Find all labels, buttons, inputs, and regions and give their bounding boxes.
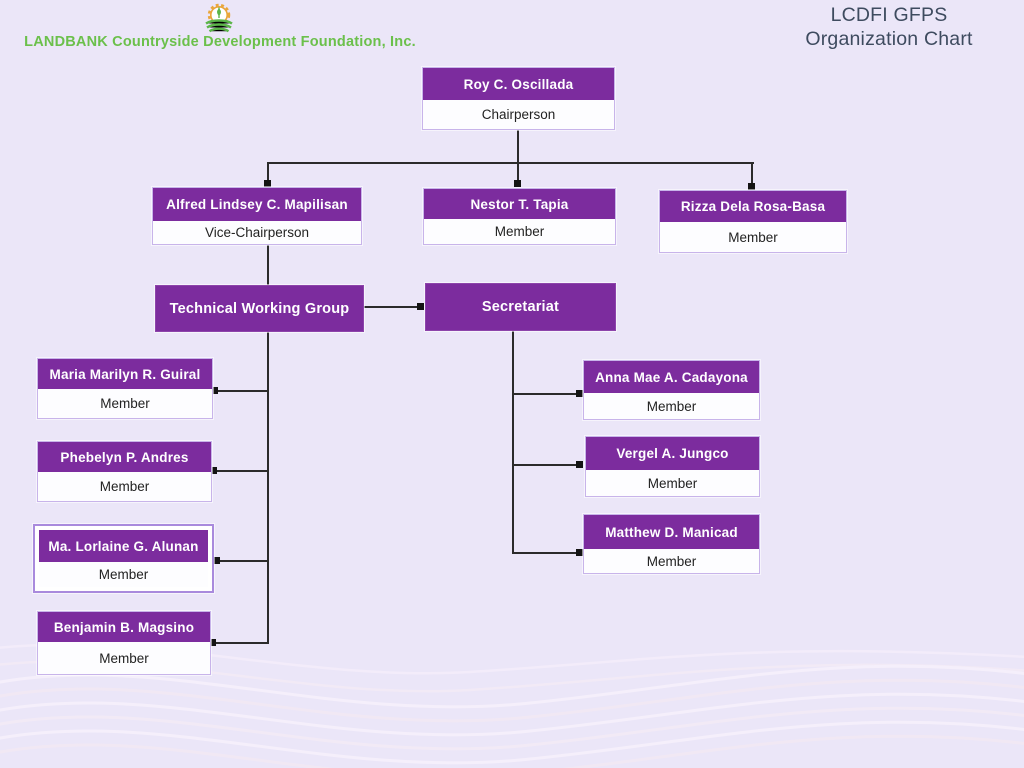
connector-arrowhead [211,387,218,394]
org-node-name: Phebelyn P. Andres [38,442,211,472]
org-node-role: Member [660,222,846,252]
org-node-role: Member [424,219,615,244]
org-node-name: Alfred Lindsey C. Mapilisan [153,188,361,221]
connector-line [267,245,269,285]
org-node-role: Member [38,472,211,501]
org-node-name: Technical Working Group [169,300,350,317]
connector-line [512,464,576,466]
connector-line [364,306,417,308]
org-node-name: Nestor T. Tapia [424,189,615,219]
connector-arrowhead [576,461,583,468]
org-node-rizza: Rizza Dela Rosa-Basa Member [659,190,847,253]
org-node-name: Secretariat [481,299,560,315]
org-node-role: Member [584,549,759,573]
org-node-vice-chairperson: Alfred Lindsey C. Mapilisan Vice-Chairpe… [152,187,362,245]
org-node-andres: Phebelyn P. Andres Member [37,441,212,502]
org-node-name: Anna Mae A. Cadayona [584,361,759,393]
connector-line [267,162,754,164]
org-node-cadayona: Anna Mae A. Cadayona Member [583,360,760,420]
org-node-name: Roy C. Oscillada [423,68,614,100]
connector-line [512,393,576,395]
connector-line [512,331,514,554]
connector-arrowhead [417,303,424,310]
org-node-name: Rizza Dela Rosa-Basa [660,191,846,222]
connector-line [267,332,269,644]
org-node-role: Member [38,642,210,674]
org-node-manicad: Matthew D. Manicad Member [583,514,760,574]
connector-line [517,162,519,182]
connector-line [216,642,267,644]
org-node-role: Chairperson [423,100,614,129]
connector-arrowhead [209,639,216,646]
org-node-magsino: Benjamin B. Magsino Member [37,611,211,675]
connector-arrowhead [213,557,220,564]
connector-line [218,390,267,392]
org-node-chairperson: Roy C. Oscillada Chairperson [422,67,615,130]
connector-arrowhead [210,467,217,474]
connector-line [512,552,576,554]
org-node-name: Benjamin B. Magsino [38,612,210,642]
org-node-secretariat: Secretariat [425,283,616,331]
org-node-name: Ma. Lorlaine G. Alunan [39,530,208,562]
organization-name: LANDBANK Countryside Development Foundat… [24,34,416,50]
connector-arrowhead [576,549,583,556]
org-node-role: Member [586,470,759,496]
org-node-role: Vice-Chairperson [153,221,361,244]
org-node-name: Vergel A. Jungco [586,437,759,470]
org-node-guiral: Maria Marilyn R. Guiral Member [37,358,213,419]
org-node-technical-working-group: Technical Working Group [155,285,364,332]
landbank-logo-icon [205,3,233,33]
org-node-jungco: Vergel A. Jungco Member [585,436,760,497]
connector-arrowhead [514,180,521,187]
org-node-role: Member [38,389,212,418]
connector-arrowhead [748,183,755,190]
connector-line [217,470,267,472]
page-title-line1: LCDFI GFPS [830,4,948,26]
connector-line [267,162,269,182]
page-title-line2: Organization Chart [805,27,973,50]
connector-arrowhead [576,390,583,397]
org-node-alunan: Ma. Lorlaine G. Alunan Member [33,524,214,593]
org-node-name: Matthew D. Manicad [584,515,759,549]
org-node-name: Maria Marilyn R. Guiral [38,359,212,389]
connector-line [751,162,753,185]
page-title: LCDFI GFPS Organization Chart [760,4,1018,52]
connector-line [517,130,519,163]
org-node-role: Member [39,562,208,587]
connector-line [220,560,267,562]
connector-arrowhead [264,180,271,187]
org-node-role: Member [584,393,759,419]
org-node-tapia: Nestor T. Tapia Member [423,188,616,245]
